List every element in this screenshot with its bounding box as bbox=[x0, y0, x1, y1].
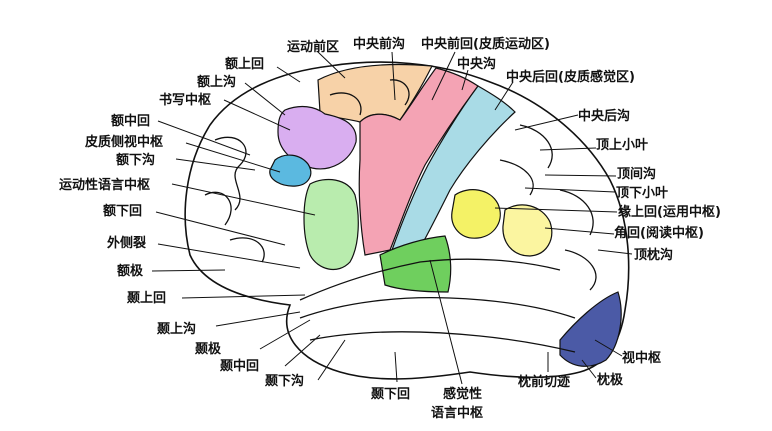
label-temporal-pole: 颞极 bbox=[194, 341, 222, 357]
lateral-fissure-line bbox=[299, 258, 561, 301]
angular-gyrus bbox=[502, 204, 553, 257]
label-inferior-temporal-sulcus: 颞下沟 bbox=[264, 373, 304, 389]
label-precentral-sulcus: 中央前沟 bbox=[353, 36, 405, 52]
supramarginal-gyrus bbox=[451, 189, 501, 239]
label-parieto-occipital-sulcus: 顶枕沟 bbox=[634, 247, 673, 263]
parietal-gyri-lines bbox=[499, 124, 597, 291]
label-inferior-frontal-sulcus: 额下沟 bbox=[116, 152, 155, 168]
leader-lines bbox=[151, 51, 633, 385]
label-superior-temporal-gyrus: 颞上回 bbox=[126, 291, 166, 306]
label-superior-temporal-sulcus: 颞上沟 bbox=[156, 321, 196, 337]
label-sensory-language-center-line1: 感觉性 bbox=[443, 386, 482, 402]
label-writing-center: 书写中枢 bbox=[159, 92, 211, 108]
label-inferior-temporal-gyrus: 颞下回 bbox=[370, 387, 410, 402]
label-middle-temporal-gyrus: 颞中回 bbox=[219, 358, 259, 374]
label-superior-parietal-lobule: 顶上小叶 bbox=[596, 138, 648, 153]
inferior-temporal-sulcus-line bbox=[309, 331, 576, 353]
label-precentral-gyrus: 中央前回(皮质运动区) bbox=[421, 36, 550, 52]
label-cortical-lateral-gaze-center: 皮质侧视中枢 bbox=[84, 134, 163, 150]
label-inferior-frontal-gyrus: 额下回 bbox=[103, 203, 142, 219]
wernicke-area bbox=[379, 235, 452, 293]
writing-center bbox=[277, 105, 357, 170]
label-motor-language-center: 运动性语言中枢 bbox=[59, 177, 150, 193]
label-postcentral-sulcus: 中央后沟 bbox=[578, 108, 630, 124]
label-intraparietal-sulcus: 顶间沟 bbox=[617, 166, 656, 182]
label-central-sulcus: 中央沟 bbox=[457, 56, 496, 72]
superior-temporal-sulcus-line bbox=[299, 297, 576, 319]
visual-center bbox=[559, 291, 622, 367]
label-superior-frontal-sulcus: 额上沟 bbox=[197, 74, 236, 90]
postcentral-gyrus bbox=[391, 85, 516, 251]
label-supramarginal-gyrus: 缘上回(运用中枢) bbox=[618, 204, 721, 220]
label-inferior-parietal-lobule: 顶下小叶 bbox=[616, 186, 668, 201]
label-lateral-fissure: 外侧裂 bbox=[106, 235, 147, 251]
frontal-gyri-lines bbox=[204, 136, 265, 263]
label-sensory-language-center-line2: 语言中枢 bbox=[431, 405, 483, 421]
label-frontal-pole: 额极 bbox=[117, 263, 144, 279]
label-angular-gyrus: 角回(阅读中枢) bbox=[614, 225, 704, 241]
broca-area bbox=[303, 178, 359, 271]
label-occipital-pole: 枕极 bbox=[597, 372, 624, 388]
label-preoccipital-notch: 枕前切迹 bbox=[518, 374, 570, 390]
label-superior-frontal-gyrus: 额上回 bbox=[225, 56, 264, 72]
label-premotor-area: 运动前区 bbox=[287, 39, 339, 55]
label-postcentral-gyrus: 中央后回(皮质感觉区) bbox=[506, 69, 635, 85]
label-middle-frontal-gyrus: 额中回 bbox=[111, 113, 150, 129]
label-visual-center: 视中枢 bbox=[622, 350, 661, 366]
lateral-gaze-center bbox=[269, 154, 312, 187]
